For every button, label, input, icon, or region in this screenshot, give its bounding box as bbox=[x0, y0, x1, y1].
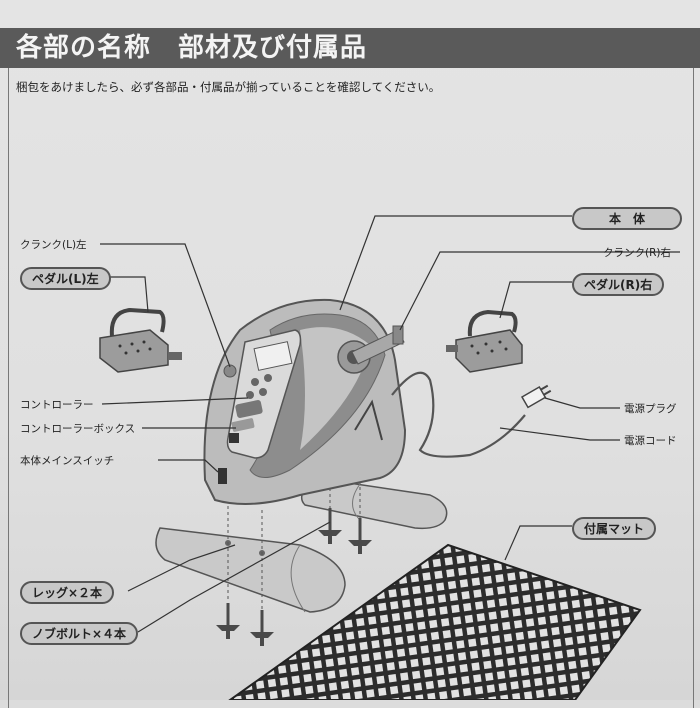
label-main-switch: 本体メインスイッチ bbox=[20, 455, 115, 467]
controller-panel bbox=[226, 329, 302, 459]
label-knob-bolts: ノブボルト×４本 bbox=[20, 622, 139, 645]
label-pedal-right: ペダル(R)右 bbox=[572, 273, 665, 296]
page-frame bbox=[8, 68, 694, 708]
label-crank-right: クランク(R)右 bbox=[603, 247, 671, 259]
label-legs: レッグ×２本 bbox=[20, 581, 115, 604]
main-switch bbox=[218, 468, 227, 484]
page-title: 各部の名称 部材及び付属品 bbox=[16, 33, 368, 63]
left-crank bbox=[223, 364, 237, 378]
label-main-body: 本 体 bbox=[572, 207, 682, 230]
label-pedal-left: ペダル(L)左 bbox=[20, 267, 111, 290]
right-crank bbox=[351, 325, 405, 365]
label-controller-box: コントローラーボックス bbox=[20, 423, 136, 435]
power-plug bbox=[520, 384, 552, 409]
right-pedal bbox=[446, 309, 523, 373]
intro-text: 梱包をあけましたら、必ず各部品・付属品が揃っていることを確認してください。 bbox=[16, 80, 441, 94]
power-cord bbox=[391, 371, 526, 458]
label-controller: コントローラー bbox=[20, 399, 94, 411]
left-pedal bbox=[99, 307, 182, 373]
label-power-cord: 電源コード bbox=[624, 435, 677, 447]
knob-bolts bbox=[216, 508, 372, 646]
label-power-plug: 電源プラグ bbox=[624, 403, 677, 415]
accessory-mat bbox=[228, 543, 642, 700]
title-bar bbox=[0, 28, 700, 68]
front-leg bbox=[155, 527, 346, 613]
label-accessory-mat: 付属マット bbox=[572, 517, 657, 540]
label-crank-left: クランク(L)左 bbox=[20, 239, 87, 251]
leader-lines bbox=[100, 215, 680, 633]
